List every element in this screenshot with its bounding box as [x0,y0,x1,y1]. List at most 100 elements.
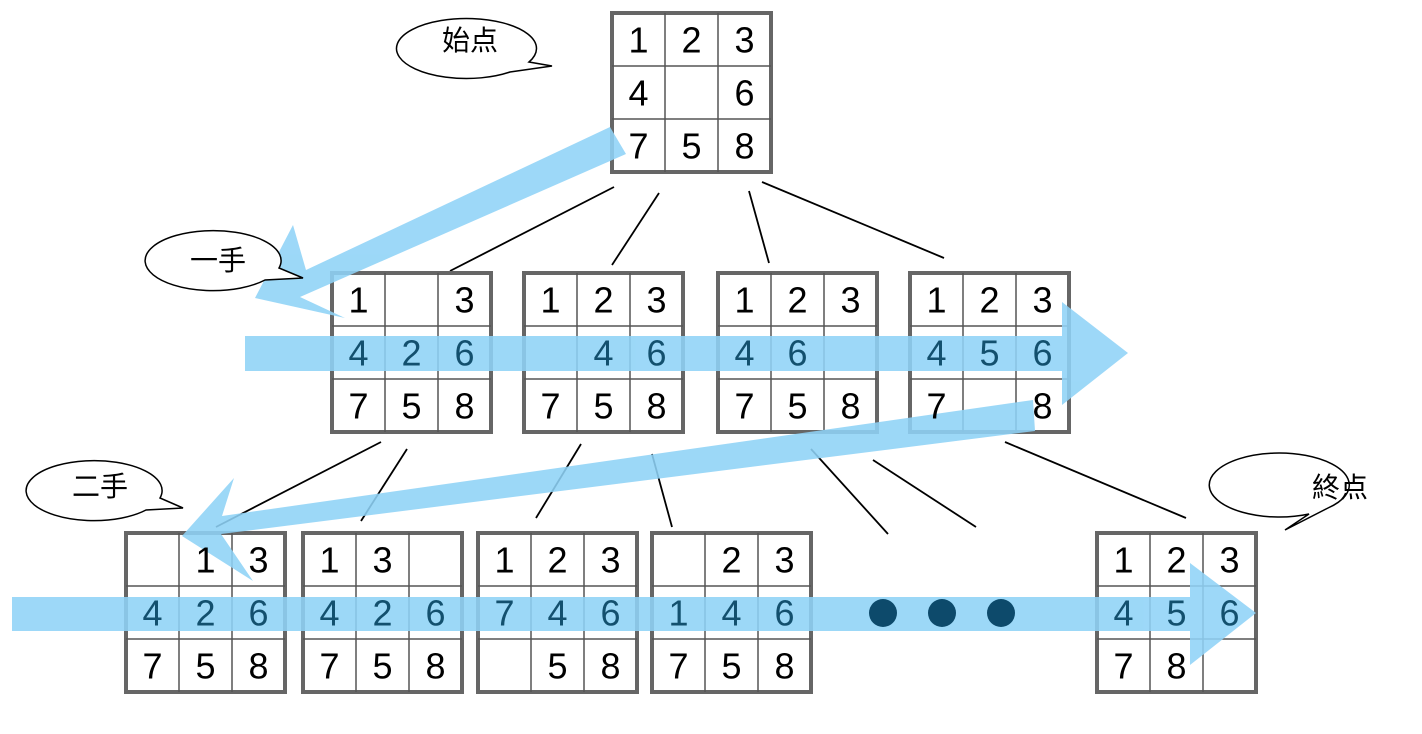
board-level1-3-tile: 3 [1032,280,1052,321]
board-level2-2-tile: 3 [600,540,620,581]
callout-move2-label: 二手 [72,471,128,502]
board-goal-tile: 3 [1219,540,1239,581]
board-level1-3-tile: 6 [1032,333,1052,374]
arrow-0 [255,127,626,318]
connector-line-4 [215,441,382,528]
board-level1-1-tile: 6 [646,333,666,374]
board-level1-2-tile: 7 [734,386,754,427]
board-level2-1-tile: 2 [372,593,392,634]
board-root-tile: 3 [734,20,754,61]
board-level2-0-tile: 2 [195,593,215,634]
connector-line-3 [761,181,945,259]
board-root-tile: 6 [734,73,754,114]
board-level2-0-tile: 1 [195,540,215,581]
callout-move2: 二手 [25,459,184,522]
arrow-2 [182,400,1035,581]
board-level2-1-tile: 8 [425,646,445,687]
connector-line-10 [1004,441,1187,519]
callout-move1-bubble [144,229,304,292]
board-level1-1-tile: 8 [646,386,666,427]
board-level1-3-tile: 5 [979,333,999,374]
callout-goal: 終点 [1208,452,1368,531]
board-level2-3-tile: 2 [721,540,741,581]
board-root-tile: 1 [628,20,648,61]
board-level1-3-tile: 8 [1032,386,1052,427]
board-goal-tile: 2 [1166,540,1186,581]
board-level1-3-tile: 4 [926,333,946,374]
board-level2-0-tile: 3 [248,540,268,581]
board-level1-1-tile: 5 [593,386,613,427]
board-level1-3-tile: 1 [926,280,946,321]
board-level1-3-tile: 2 [979,280,999,321]
board-root-tile: 2 [681,20,701,61]
connector-line-2 [748,190,770,264]
board-goal-tile: 5 [1166,593,1186,634]
board-root-frame [610,11,773,174]
ellipsis-dot [987,599,1015,627]
board-goal-tile: 1 [1113,540,1133,581]
board-level2-0-tile: 6 [248,593,268,634]
board-goal-tile: 8 [1166,646,1186,687]
callout-goal-label: 終点 [1312,472,1368,503]
board-level1-2-tile: 6 [787,333,807,374]
board-level1-1-tile: 1 [540,280,560,321]
board-level1-3-tile: 7 [926,386,946,427]
board-level1-2-tile: 4 [734,333,754,374]
callout-move1: 一手 [144,229,304,292]
board-level2-1-tile: 4 [319,593,339,634]
board-level1-1-tile: 3 [646,280,666,321]
board-level1-1-tile: 7 [540,386,560,427]
connector-line-1 [611,192,660,266]
board-level1-2-tile: 2 [787,280,807,321]
board-level1-0-tile: 2 [401,333,421,374]
board-level2-3-tile: 7 [668,646,688,687]
board-level2-1-tile: 7 [319,646,339,687]
board-level1-2-tile: 3 [840,280,860,321]
callout-start-label: 始点 [442,25,498,56]
ellipsis-dot [869,599,897,627]
board-level2-3-tile: 5 [721,646,741,687]
board-goal-tile: 4 [1113,593,1133,634]
tree-connectors [215,181,1187,535]
connector-line-9 [872,459,977,528]
board-level2-0-tile: 8 [248,646,268,687]
board-level2-3-tile: 6 [774,593,794,634]
board-level2-2-tile: 5 [547,646,567,687]
board-level1-0-tile: 1 [348,280,368,321]
ellipsis-dots [869,599,1015,627]
board-level1-0-tile: 6 [454,333,474,374]
board-level1-0-tile: 7 [348,386,368,427]
board-level2-3-tile: 1 [668,593,688,634]
callout-start: 始点 [395,17,553,80]
board-level2-0-tile: 4 [142,593,162,634]
board-level1-1-tile: 2 [593,280,613,321]
connector-line-0 [449,186,615,272]
search-path-arrows [12,127,1256,665]
callout-move2-bubble [25,459,184,522]
board-level1-2-tile: 8 [840,386,860,427]
board-level2-3-tile: 3 [774,540,794,581]
board-level2-2-tile: 6 [600,593,620,634]
arrow-1 [245,302,1128,405]
board-level2-0-tile: 7 [142,646,162,687]
board-level2-3-tile: 8 [774,646,794,687]
callout-goal-bubble [1208,452,1351,531]
board-goal-tile: 7 [1113,646,1133,687]
callout-move1-label: 一手 [190,245,246,276]
board-level2-1-tile: 1 [319,540,339,581]
board-level2-2-tile: 1 [494,540,514,581]
board-level2-2-tile: 4 [547,593,567,634]
board-level2-2-tile: 8 [600,646,620,687]
board-level1-1-tile: 4 [593,333,613,374]
board-root [610,11,773,174]
board-level1-2-tile: 1 [734,280,754,321]
board-root-tile: 4 [628,73,648,114]
board-root-tile: 8 [734,126,754,167]
board-goal-tile: 6 [1219,593,1239,634]
ellipsis-dot [928,599,956,627]
board-root-tile: 7 [628,126,648,167]
board-level2-1-tile: 5 [372,646,392,687]
board-level2-1-tile: 6 [425,593,445,634]
board-level2-1-tile: 3 [372,540,392,581]
